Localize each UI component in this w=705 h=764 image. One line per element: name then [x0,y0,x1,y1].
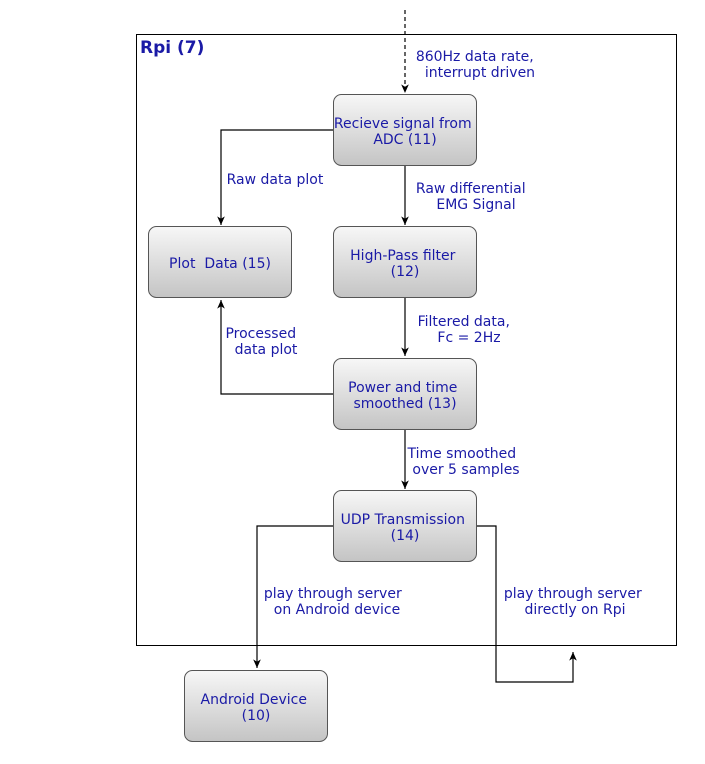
node-power-smoothed: Power and time smoothed (13) [333,358,477,430]
node-android: Android Device (10) [184,670,328,742]
label-time-smoothed: Time smoothed over 5 samples [406,446,520,478]
label-raw-emg: Raw differential EMG Signal [416,181,530,213]
svg-text:Android Device (10): Android Device (10) [201,692,312,724]
node-receive-signal: Recieve signal from ADC (11) [333,94,477,166]
edge-power-to-plot [217,300,333,395]
label-rpi-server: play through server directly on Rpi [504,586,646,618]
node-plot-data: Plot Data (15) [148,226,292,298]
label-input: 860Hz data rate, interrupt driven [416,49,538,81]
label-filtered: Filtered data, Fc = 2Hz [418,314,515,346]
svg-text:Power and time smoothed: Power and time smoothed (13) [348,380,462,412]
node-udp: UDP Transmission (14) [333,490,477,562]
edge-udp-to-android [253,525,333,668]
container-title: Rpi (7) [140,38,204,58]
svg-text:Plot Data (15): Plot Data (15) [169,256,271,272]
svg-text:High-Pass filter (12): High-Pass filter (12) [350,248,460,280]
svg-text:Recieve signal from ADC: Recieve signal from ADC (11) [334,116,476,148]
edge-udp-to-rpi [477,525,577,683]
node-high-pass: High-Pass filter (12) [333,226,477,298]
rpi-container [136,34,677,646]
label-processed-plot: Processed data plot [225,326,300,358]
label-android-server: play through server on Android device [264,586,406,618]
edge-receive-to-plot [217,129,333,225]
svg-text:UDP Transmission (14): UDP Transmission (14) [341,512,470,544]
label-raw-plot: Raw data plot [227,172,324,188]
